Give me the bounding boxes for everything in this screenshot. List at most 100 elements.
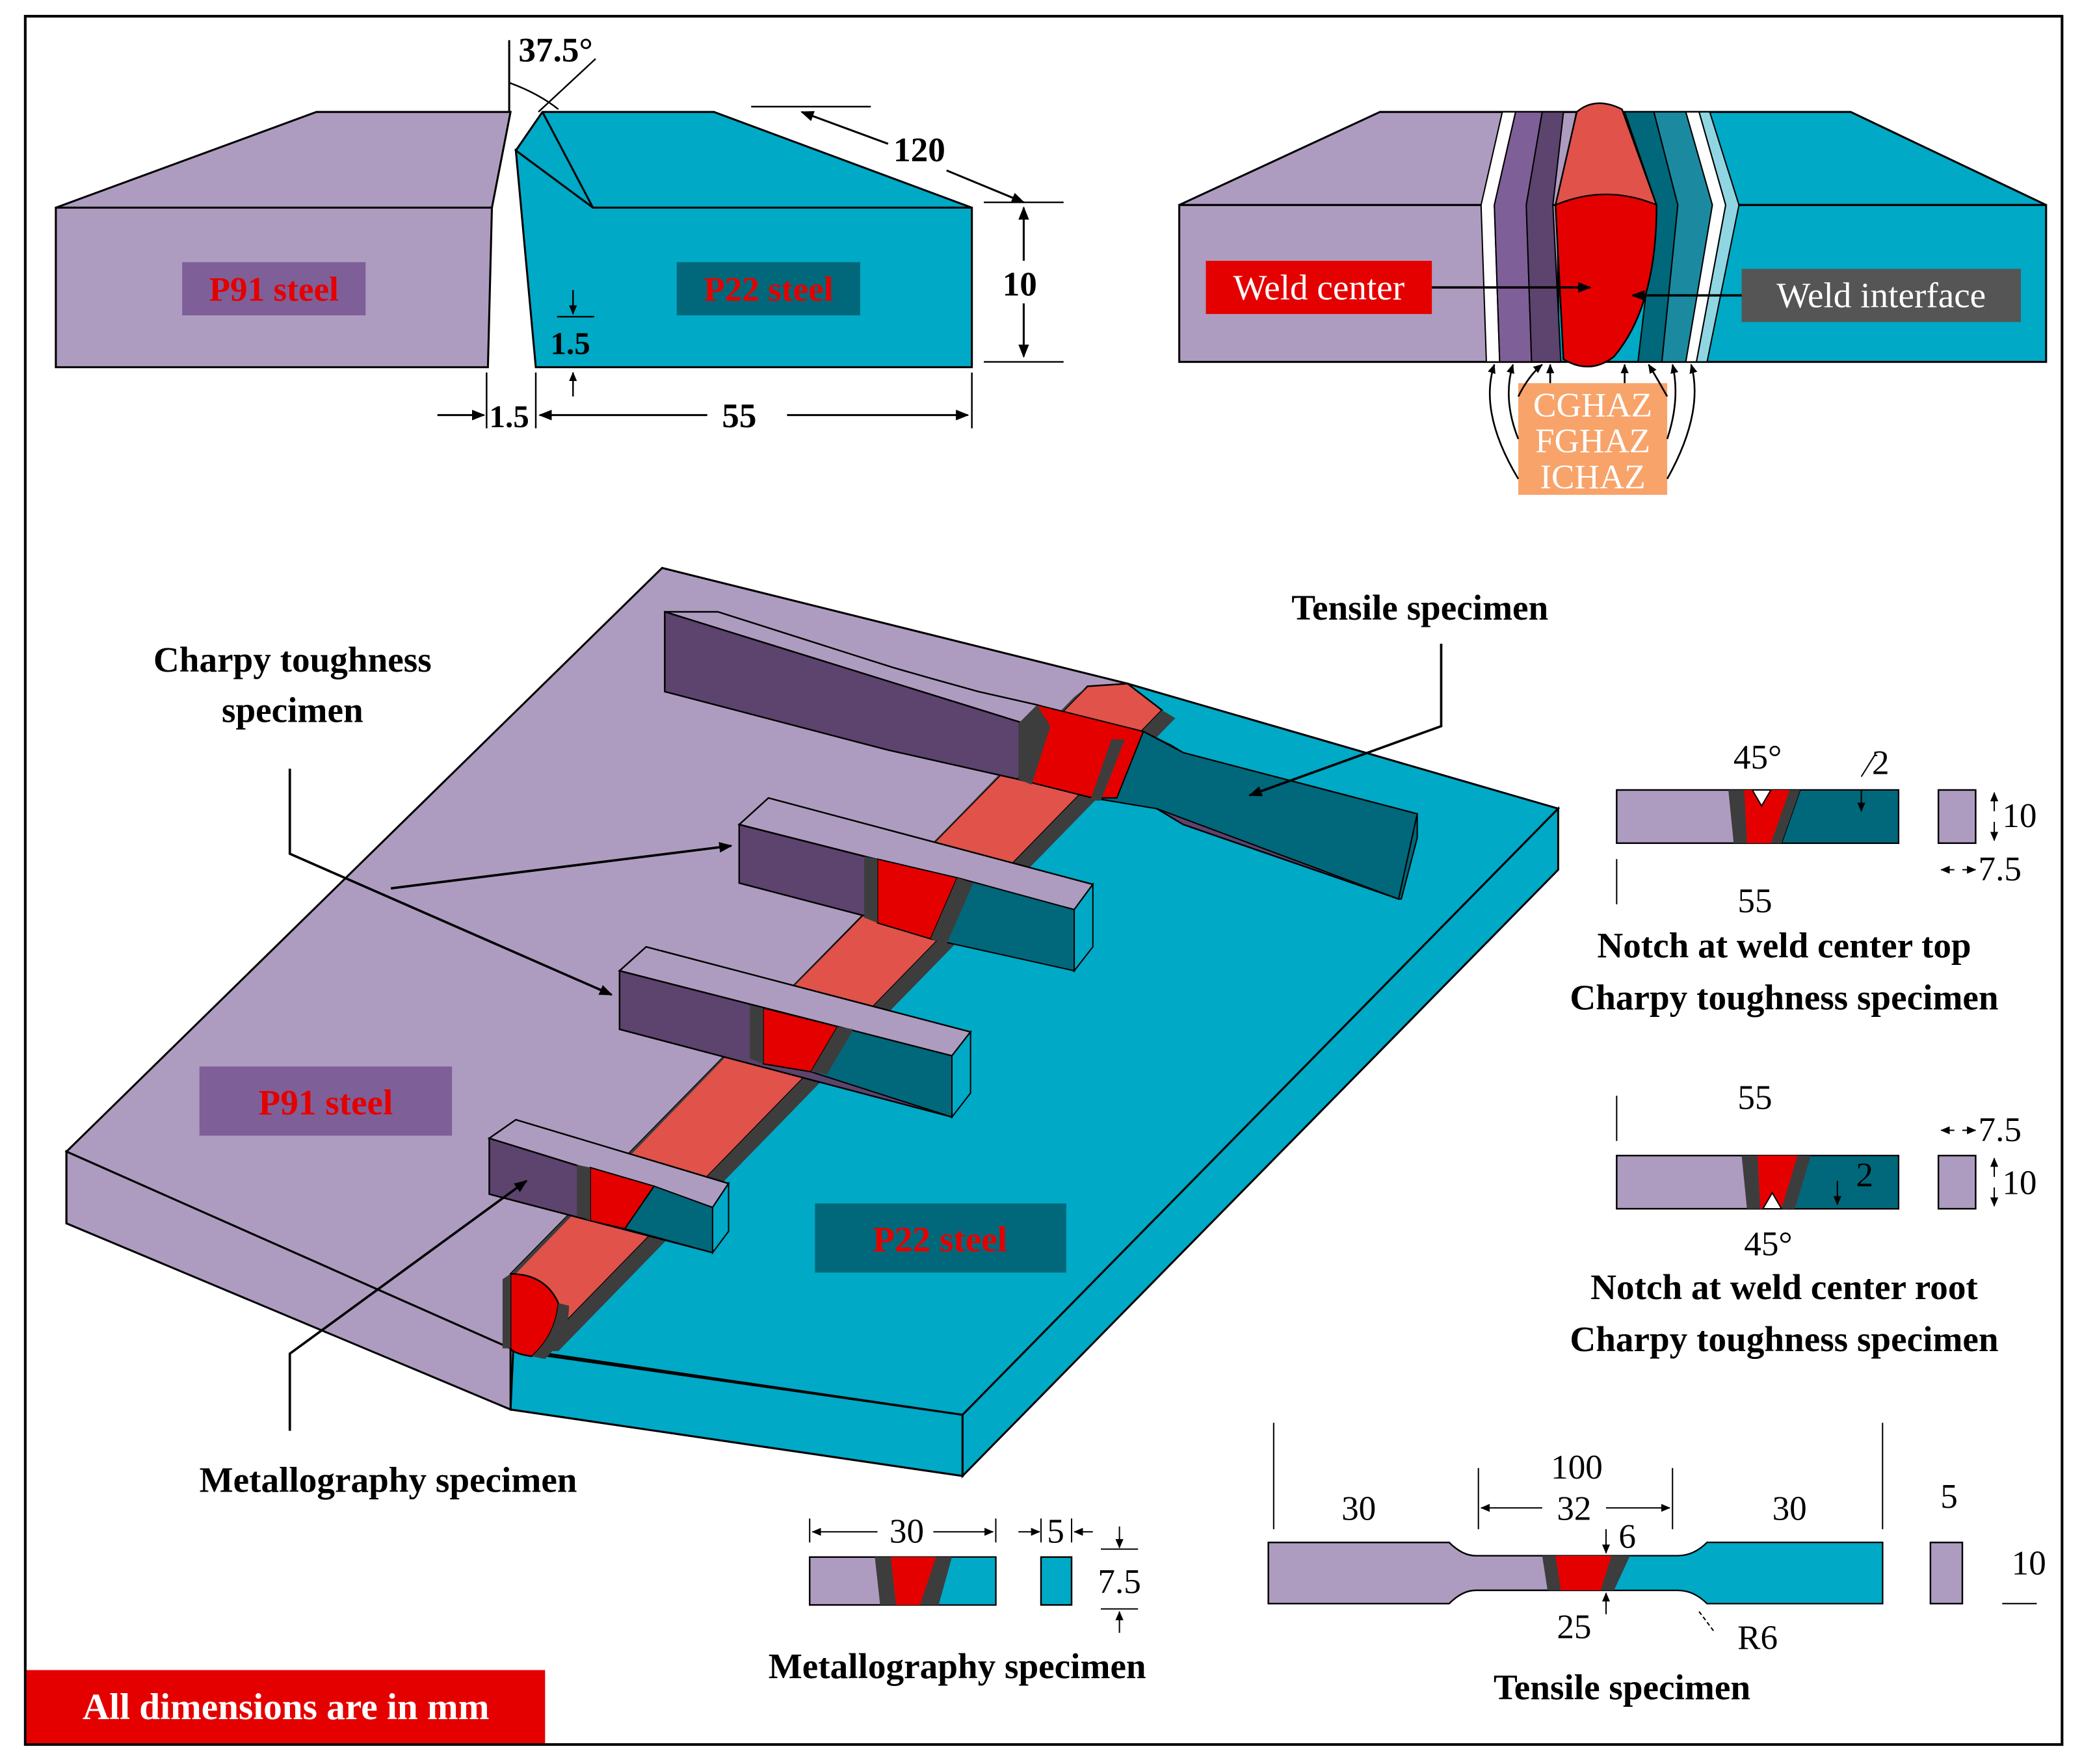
tensile-radius-leader — [1698, 1611, 1716, 1633]
fghaz-label: FGHAZ — [1535, 423, 1650, 460]
plate-width-label: 55 — [722, 397, 756, 435]
weld-cross-section-front — [509, 1273, 560, 1358]
charpy-root-height: 10 — [2002, 1165, 2036, 1202]
p22-label: P22 steel — [704, 271, 833, 309]
haz-label-box — [1518, 383, 1668, 495]
cghaz-label: CGHAZ — [1533, 386, 1652, 424]
specimen-layout-view: Tensile specimen Charpy toughness specim… — [64, 566, 1561, 1500]
charpy-root-thickness: 7.5 — [1979, 1111, 2022, 1149]
metallography-specimen-3d — [487, 1118, 730, 1255]
p91-cghaz-band — [1525, 111, 1564, 363]
tensile-end-view — [1929, 1542, 1964, 1605]
weld-metal — [1555, 193, 1657, 367]
metallo-thickness: 5 — [1047, 1512, 1064, 1550]
tensile-grip-left: 30 — [1341, 1490, 1376, 1528]
units-banner: All dimensions are in mm — [83, 1687, 490, 1728]
metallography-label: Metallography specimen — [200, 1460, 577, 1500]
charpy-root-length: 55 — [1737, 1079, 1772, 1117]
haz-front-left — [502, 1274, 511, 1349]
tensile-specimen-3d — [664, 611, 1419, 901]
charpy-specimen-3d-2 — [618, 945, 972, 1119]
charpy-root-notch-drawing: 55 7.5 10 2 45° Notch at weld center roo… — [1570, 1079, 2036, 1359]
haz-leader-3 — [1488, 363, 1520, 480]
charpy-top-caption-2: Charpy toughness specimen — [1570, 977, 1998, 1017]
charpy1-haz-r — [930, 877, 973, 945]
charpy-top-end-view — [1937, 789, 1977, 844]
p91-label: P91 steel — [209, 271, 339, 309]
root-gap-label: 1.5 — [489, 399, 529, 434]
p22-outer-band — [1695, 111, 1740, 363]
charpy-top-length: 55 — [1737, 882, 1772, 920]
metallo-caption: Metallography specimen — [769, 1646, 1146, 1686]
metallography-drawing: 30 5 7.5 Metallography specimen — [769, 1512, 1146, 1686]
charpy-label-line2: specimen — [222, 691, 363, 730]
haz-front-right — [531, 1303, 570, 1360]
charpy-top-notch-depth: 2 — [1872, 744, 1890, 782]
main-p22-label: P22 steel — [873, 1219, 1007, 1259]
p91-plate-top-face — [55, 111, 512, 209]
welded-joint-view: Weld center Weld interface CGHAZ FGHAZ I… — [1178, 102, 2048, 496]
plate-thickness-label: 10 — [1003, 265, 1037, 303]
tensile-total-length: 100 — [1551, 1449, 1603, 1486]
charpy-root-angle: 45° — [1744, 1226, 1792, 1263]
tensile-gauge-width: 6 — [1618, 1518, 1636, 1555]
tensile-p22 — [1594, 1542, 1884, 1605]
tensile-3d-haz-l — [1018, 705, 1051, 785]
tensile-3d-haz-r — [1090, 739, 1125, 801]
haz-leader-1 — [1517, 363, 1543, 397]
charpy-top-caption-1: Notch at weld center top — [1597, 926, 1971, 966]
charpy-specimen-3d-1 — [737, 796, 1094, 973]
charpy-leader-1 — [390, 842, 733, 890]
tensile-3d-end — [1397, 813, 1418, 900]
main-p22-label-box — [815, 1203, 1066, 1273]
charpy-root-notch — [1761, 1191, 1783, 1210]
bevel-edge-line — [541, 111, 594, 209]
tensile-leader — [1248, 644, 1443, 796]
metallo3d-haz-l — [577, 1165, 590, 1221]
plate-length-label: 120 — [893, 131, 945, 169]
groove-angle-label: 37.5° — [518, 31, 592, 69]
charpy-root-weld — [1758, 1155, 1798, 1209]
tensile-thickness: 5 — [1940, 1478, 1958, 1516]
charpy-top-p22 — [1780, 789, 1899, 844]
plate-right-face — [961, 806, 1559, 1479]
tensile-width: 10 — [2012, 1544, 2046, 1582]
charpy-root-caption-2: Charpy toughness specimen — [1570, 1319, 1998, 1359]
haz-leader-6 — [1666, 363, 1698, 480]
tensile-specimen-label: Tensile specimen — [1291, 588, 1548, 627]
charpy2-haz-r — [811, 1026, 854, 1075]
charpy-top-weld — [1744, 789, 1790, 843]
charpy-top-angle: 45° — [1733, 739, 1782, 776]
haz-leader-5 — [1666, 363, 1679, 440]
tensile-weld — [1555, 1555, 1612, 1590]
units-banner-box — [26, 1670, 546, 1744]
metallo3d-end — [711, 1181, 730, 1255]
tensile-reduced-length: 25 — [1557, 1608, 1591, 1646]
tensile-gauge: 32 — [1557, 1490, 1591, 1528]
charpy2-end — [951, 1030, 971, 1119]
charpy-root-caption-1: Notch at weld center root — [1590, 1267, 1978, 1307]
charpy-top-depth-leader — [1860, 754, 1878, 778]
ichaz-label: ICHAZ — [1540, 458, 1645, 496]
angle-leader-line — [538, 58, 596, 113]
weld-interface-label: Weld interface — [1776, 276, 1986, 315]
p22-label-box — [676, 262, 860, 316]
tensile-3d-p22 — [1092, 730, 1418, 900]
main-p91-label: P91 steel — [259, 1083, 393, 1122]
angle-arc — [508, 82, 559, 111]
charpy-root-notch-depth: 2 — [1856, 1156, 1873, 1194]
charpy-root-end-view — [1937, 1155, 1977, 1210]
metallo-height: 7.5 — [1098, 1563, 1140, 1601]
metallo-weld — [890, 1557, 936, 1605]
plate-front-face-p91 — [65, 1150, 512, 1412]
metallo-end-view — [1040, 1556, 1073, 1606]
weld-interface-label-box — [1741, 269, 2021, 323]
charpy-top-notch-drawing: 45° 2 10 7.5 55 Notch at weld center top… — [1570, 739, 2036, 1017]
tensile-caption: Tensile specimen — [1494, 1668, 1750, 1707]
metallo-length: 30 — [889, 1512, 924, 1550]
figure-frame — [23, 14, 2064, 1746]
tensile-drawing: 100 30 32 30 6 25 R6 5 10 Tensile specim… — [1267, 1423, 2046, 1707]
charpy1-haz-l — [864, 856, 878, 923]
p91-label-box — [182, 262, 366, 316]
